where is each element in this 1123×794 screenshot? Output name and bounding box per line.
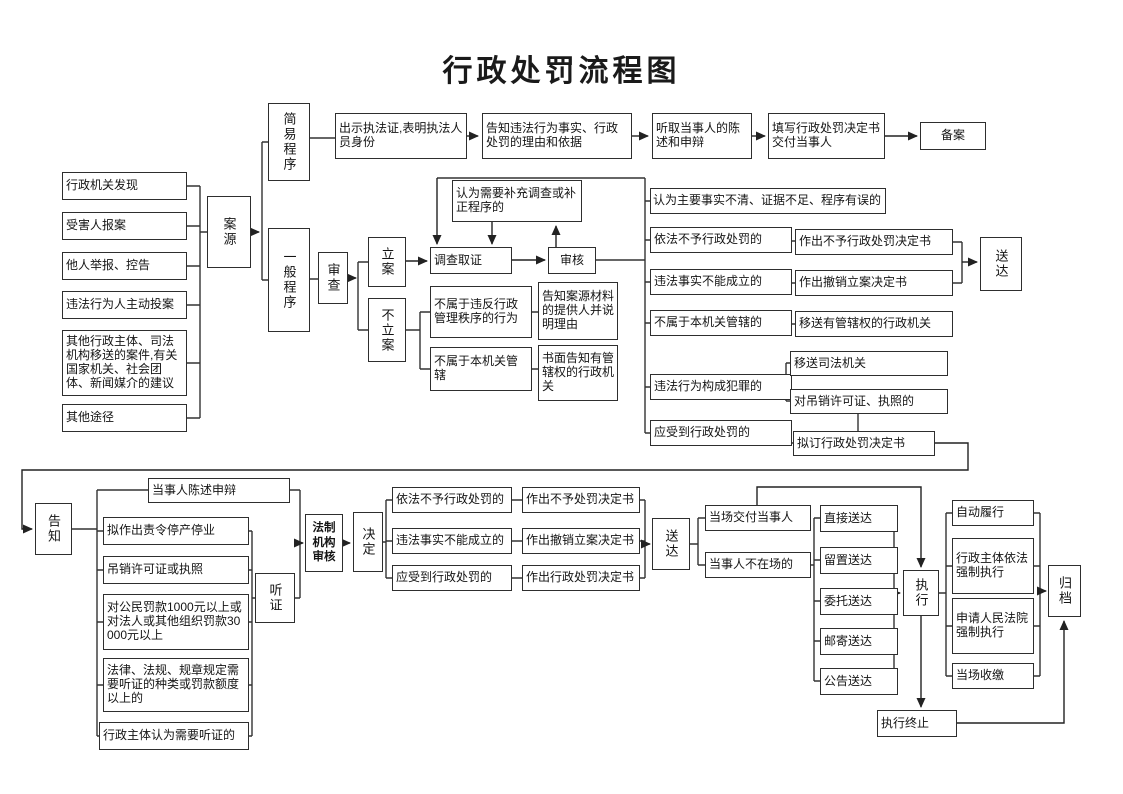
node-audit-cond-penalty: 应受到行政处罚的 <box>650 420 792 446</box>
node-archive: 归档 <box>1048 565 1081 617</box>
node-decide: 决定 <box>353 512 383 572</box>
node-audit-act-draft-decision: 拟订行政处罚决定书 <box>793 431 935 456</box>
node-summary-procedure: 简易程序 <box>268 103 310 181</box>
node-audit-act-transfer-judicial: 移送司法机关 <box>790 351 948 376</box>
node-method-lien: 留置送达 <box>820 547 898 574</box>
node-step-fill-decision: 填写行政处罚决定书交付当事人 <box>768 113 885 159</box>
node-terminate: 执行终止 <box>877 710 957 737</box>
node-audit: 审核 <box>548 247 596 274</box>
node-investigation: 调查取证 <box>430 247 512 274</box>
node-outcome-court-enforce: 申请人民法院强制执行 <box>952 598 1034 654</box>
node-notfile-cond-no-jurisdiction: 不属于本机关管辖 <box>430 347 532 391</box>
node-deliver-top: 送达 <box>980 237 1022 291</box>
node-hearing-cond-law-required: 法律、法规、规章规定需要听证的种类或罚款额度以上的 <box>103 658 249 712</box>
node-notify: 告知 <box>35 503 72 555</box>
node-deliver-bottom: 送达 <box>652 518 690 570</box>
node-method-direct: 直接送达 <box>820 505 898 532</box>
node-decide-act-no-penalty-decision: 作出不予处罚决定书 <box>522 487 640 513</box>
node-source-other-channels: 其他途径 <box>62 404 187 432</box>
node-audit-act-revoke-license: 对吊销许可证、执照的 <box>790 389 948 414</box>
node-decide-cond-no-penalty: 依法不予行政处罚的 <box>392 487 512 513</box>
node-file-case: 立案 <box>368 237 406 287</box>
node-source-victim-report: 受害人报案 <box>62 212 187 240</box>
node-step-record-filing: 备案 <box>920 122 986 150</box>
node-hearing: 听证 <box>255 573 295 623</box>
node-decide-act-penalty-decision: 作出行政处罚决定书 <box>522 565 640 591</box>
node-audit-act-transfer-authority: 移送有管辖权的行政机关 <box>795 311 953 337</box>
node-outcome-admin-enforce: 行政主体依法强制执行 <box>952 538 1034 594</box>
node-method-entrusted: 委托送达 <box>820 588 898 615</box>
node-statement-defense: 当事人陈述申辩 <box>148 478 290 503</box>
node-hearing-cond-revoke-license: 吊销许可证或执照 <box>103 556 249 584</box>
node-step-hear-statement: 听取当事人的陈述和申辩 <box>652 113 752 159</box>
node-method-mail: 邮寄送达 <box>820 628 898 655</box>
node-notfile-act-inform-provider: 告知案源材料的提供人并说明理由 <box>538 282 618 340</box>
node-review: 审查 <box>318 252 348 304</box>
node-audit-act-no-penalty-decision: 作出不予行政处罚决定书 <box>795 229 953 255</box>
node-legal-review: 法制机构审核 <box>305 514 343 572</box>
node-step-show-credentials: 出示执法证,表明执法人员身份 <box>335 113 467 159</box>
node-audit-cond-no-jurisdiction: 不属于本机关管辖的 <box>650 310 792 336</box>
node-supplement-investigation: 认为需要补充调查或补正程序的 <box>452 180 582 222</box>
node-not-file-case: 不立案 <box>368 298 406 362</box>
node-hearing-cond-stop-production: 拟作出责令停产停业 <box>103 517 249 545</box>
node-hearing-cond-large-fine: 对公民罚款1000元以上或对法人或其他组织罚款30000元以上 <box>103 594 249 650</box>
page-title: 行政处罚流程图 <box>442 54 681 89</box>
node-source-agency-discovery: 行政机关发现 <box>62 172 187 200</box>
node-step-inform-facts: 告知违法行为事实、行政处罚的理由和依据 <box>482 113 632 159</box>
node-outcome-on-spot-collect: 当场收缴 <box>952 663 1034 689</box>
flow-arrows <box>21 131 1069 724</box>
node-source-transferred-cases: 其他行政主体、司法机构移送的案件,有关国家机关、社会团体、新闻媒介的建议 <box>62 330 187 396</box>
node-hearing-cond-agency-deems: 行政主体认为需要听证的 <box>99 722 249 750</box>
node-source-informant-report: 他人举报、控告 <box>62 252 187 280</box>
node-decide-cond-facts-not-established: 违法事实不能成立的 <box>392 528 512 554</box>
node-audit-cond-no-penalty: 依法不予行政处罚的 <box>650 227 792 253</box>
node-on-spot-delivery: 当场交付当事人 <box>705 505 811 531</box>
node-outcome-auto-perform: 自动履行 <box>952 500 1034 526</box>
node-decide-act-revoke-case-decision: 作出撤销立案决定书 <box>522 528 640 554</box>
node-audit-cond-crime: 违法行为构成犯罪的 <box>650 374 792 400</box>
node-party-absent: 当事人不在场的 <box>705 552 811 578</box>
node-source-offender-surrender: 违法行为人主动投案 <box>62 291 187 319</box>
node-notfile-act-inform-authority: 书面告知有管辖权的行政机关 <box>538 345 618 401</box>
node-audit-cond-facts-not-established: 违法事实不能成立的 <box>650 269 792 295</box>
node-decide-cond-penalty: 应受到行政处罚的 <box>392 565 512 591</box>
node-case-source-hub: 案源 <box>207 196 251 268</box>
node-method-announcement: 公告送达 <box>820 668 898 695</box>
node-audit-unclear-facts: 认为主要事实不清、证据不足、程序有误的 <box>650 188 886 214</box>
node-audit-act-revoke-case-decision: 作出撤销立案决定书 <box>795 270 953 296</box>
node-execute: 执行 <box>903 570 939 616</box>
node-notfile-cond-not-admin-violation: 不属于违反行政管理秩序的行为 <box>430 286 532 338</box>
node-general-procedure: 一般程序 <box>268 228 310 332</box>
